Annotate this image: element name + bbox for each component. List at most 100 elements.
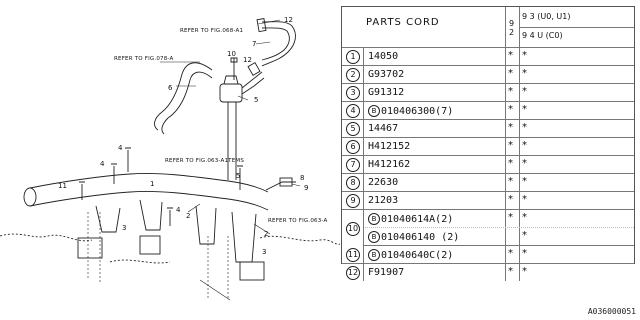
- row-index: 6: [346, 140, 360, 154]
- row-index: 9: [346, 194, 360, 208]
- row-index: 8: [346, 176, 360, 190]
- diagram-code: A036000051: [587, 307, 636, 316]
- fit-mark-b: *: [522, 104, 527, 115]
- fit-mark-a: *: [508, 248, 513, 259]
- ref-fig068-a1: REFER TO FIG.068-A1: [180, 28, 243, 34]
- callout-8: 8: [300, 174, 304, 182]
- part-number: H412152: [368, 141, 411, 152]
- bolt-marker: B: [368, 105, 380, 117]
- parts-diagram: REFER TO FIG.068-A1 REFER TO FIG.078-A R…: [0, 16, 340, 301]
- fit-mark-a: *: [508, 140, 513, 151]
- fit-mark-b: *: [522, 140, 527, 151]
- valve-5: [219, 83, 243, 103]
- table-row: 8 22630 * *: [342, 173, 634, 191]
- row-index: 5: [346, 122, 360, 136]
- callout-12-top: 12: [284, 16, 293, 24]
- fit-mark-b: *: [522, 176, 527, 187]
- bolt-marker: B: [368, 213, 380, 225]
- fit-mark-a: *: [508, 176, 513, 187]
- clamp-12-mid: [247, 62, 261, 76]
- table-row: 7 H412162 * *: [342, 155, 634, 173]
- callout-5: 5: [254, 96, 258, 104]
- parts-table: PARTS CORD 9 2 9 3 (U0, U1) 9 4 U (C0) 1…: [341, 6, 635, 281]
- fit-mark-a: *: [508, 104, 513, 115]
- main-pipe-1: [29, 173, 269, 193]
- fit-mark-a: *: [508, 158, 513, 169]
- fit-mark-b: *: [522, 230, 527, 241]
- callout-12-mid: 12: [243, 56, 252, 64]
- ref-fig078-a: REFER TO FIG.078-A: [114, 56, 173, 62]
- callout-4-a: 4: [118, 144, 123, 152]
- part-number: H412162: [368, 159, 411, 170]
- callout-2-b: 2: [264, 230, 268, 238]
- fit-mark-b: *: [522, 212, 527, 223]
- part-number: F91907: [368, 267, 405, 278]
- table-header: PARTS CORD 9 2 9 3 (U0, U1) 9 4 U (C0): [342, 7, 634, 47]
- fit-mark-a: *: [508, 212, 513, 223]
- callout-3-b: 3: [262, 248, 266, 256]
- fit-mark-a: *: [508, 266, 513, 277]
- header-col1-bottom: 9 4 U (C0): [522, 31, 563, 40]
- fit-mark-a: *: [508, 194, 513, 205]
- callout-9: 9: [304, 184, 308, 192]
- part-number: G91312: [368, 87, 405, 98]
- row-index: 3: [346, 86, 360, 100]
- part-number: 22630: [368, 177, 399, 188]
- callout-3: 3: [122, 224, 126, 232]
- row-index: 7: [346, 158, 360, 172]
- table-row: 6 H412152 * *: [342, 137, 634, 155]
- fit-mark-b: *: [522, 158, 527, 169]
- header-title: PARTS CORD: [366, 17, 440, 28]
- table-row: 3 G91312 * *: [342, 83, 634, 101]
- fit-mark-b: *: [522, 86, 527, 97]
- row-index: 2: [346, 68, 360, 82]
- fit-mark-b: *: [522, 50, 527, 61]
- callout-4-c: 4: [176, 206, 181, 214]
- callout-7: 7: [252, 40, 256, 48]
- callout-5-b: 5: [236, 172, 240, 180]
- fit-mark-b: *: [522, 122, 527, 133]
- callout-4-b: 4: [100, 160, 105, 168]
- part-number: 14050: [368, 51, 399, 62]
- callout-1: 1: [150, 180, 154, 188]
- row-index: 1: [346, 50, 360, 64]
- row-index: 4: [346, 104, 360, 118]
- fit-mark-a: *: [508, 86, 513, 97]
- row-index: 11: [346, 248, 360, 262]
- bolt-marker: B: [368, 231, 380, 243]
- part-number: 14467: [368, 123, 399, 134]
- ref-fig063-a1: REFER TO FIG.063-A1TEMS: [165, 158, 244, 164]
- fit-mark-b: *: [522, 68, 527, 79]
- header-year: 9 2: [509, 19, 515, 37]
- callout-10: 10: [227, 50, 236, 58]
- row-index: 12: [346, 266, 360, 280]
- fit-mark-b: *: [522, 248, 527, 259]
- ref-fig063-a: REFER TO FIG.063-A: [268, 218, 327, 224]
- bolt-marker: B: [368, 249, 380, 261]
- table-row: 1 14050 * *: [342, 47, 634, 65]
- fit-mark-b: *: [522, 194, 527, 205]
- clamp-12-top: [256, 18, 267, 33]
- row-index: 10: [346, 222, 360, 236]
- table-row: 12 F91907 * *: [342, 263, 634, 281]
- fit-mark-a: *: [508, 50, 513, 61]
- callout-11: 11: [58, 182, 67, 190]
- part-number: G93702: [368, 69, 405, 80]
- hose-7: [261, 21, 296, 67]
- callout-6: 6: [168, 84, 173, 92]
- fit-mark-b: *: [522, 266, 527, 277]
- callout-2-a: 2: [186, 212, 190, 220]
- header-col1-top: 9 3 (U0, U1): [522, 12, 571, 21]
- hose-6: [154, 62, 213, 131]
